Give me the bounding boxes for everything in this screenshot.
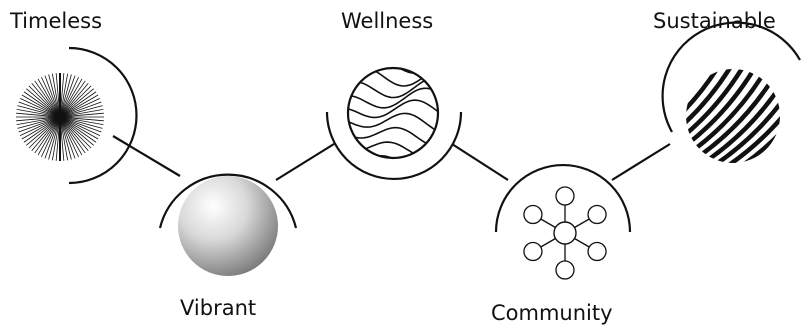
timeless-arc bbox=[68, 46, 138, 185]
wavy-globe-icon bbox=[346, 66, 440, 160]
vibrant-arc bbox=[158, 173, 298, 229]
node-community bbox=[494, 163, 632, 280]
shaded-sphere-icon bbox=[178, 176, 278, 276]
node-timeless bbox=[16, 46, 138, 185]
label-wellness: Wellness bbox=[341, 9, 433, 33]
radial-burst-icon bbox=[16, 73, 104, 161]
label-timeless: Timeless bbox=[9, 9, 102, 33]
striped-sphere-icon bbox=[686, 69, 780, 163]
network-hub-icon bbox=[523, 186, 607, 280]
label-sustainable: Sustainable bbox=[653, 9, 776, 33]
label-vibrant: Vibrant bbox=[180, 296, 256, 320]
community-arc bbox=[494, 163, 632, 233]
wellness-arc bbox=[325, 111, 463, 181]
node-sustainable bbox=[661, 21, 801, 163]
connector-vibrant-wellness bbox=[275, 143, 335, 181]
connectors bbox=[112, 135, 671, 181]
node-wellness bbox=[325, 66, 463, 181]
connector-wellness-community bbox=[451, 143, 509, 181]
connector-timeless-vibrant bbox=[112, 135, 181, 177]
sustainable-arc bbox=[661, 21, 801, 133]
node-vibrant bbox=[158, 173, 298, 276]
connector-community-sustainable bbox=[611, 143, 671, 181]
label-community: Community bbox=[491, 301, 613, 325]
